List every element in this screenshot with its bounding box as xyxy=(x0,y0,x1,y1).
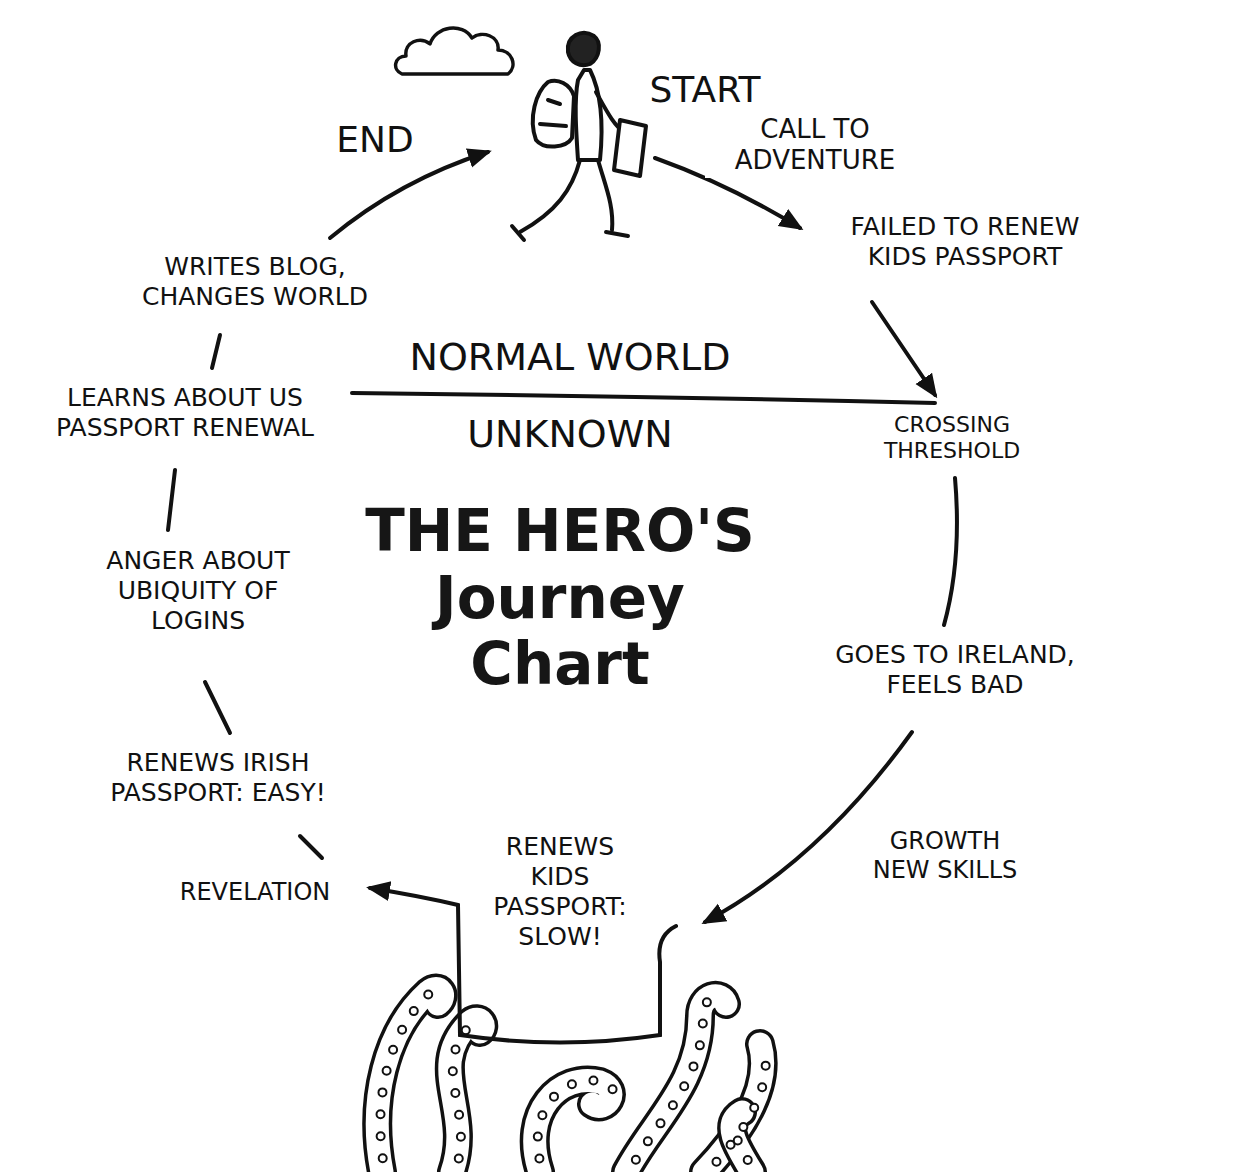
tentacle-body xyxy=(377,989,442,1172)
tentacle-outline xyxy=(535,1080,611,1172)
tentacle-sucker xyxy=(657,1119,665,1127)
tentacles xyxy=(377,989,770,1172)
tentacle-sucker xyxy=(398,1026,406,1034)
tentacle-sucker xyxy=(424,991,432,999)
tentacle-sucker xyxy=(609,1085,617,1093)
tentacle-sucker xyxy=(534,1133,542,1141)
tentacle-body xyxy=(535,1080,611,1172)
stage-label: END xyxy=(332,116,417,163)
tentacle-body xyxy=(704,1044,763,1172)
tentacle-sucker xyxy=(455,1155,463,1163)
tentacle-sucker xyxy=(379,1154,387,1162)
stage-label: FAILED TO RENEW KIDS PASSPORT xyxy=(825,210,1105,274)
tentacle-body xyxy=(732,1112,752,1172)
stage-label: CROSSING THRESHOLD xyxy=(852,410,1052,467)
tentacle-sucker xyxy=(535,1154,543,1162)
tentacle-outline xyxy=(377,989,442,1172)
tentacle-sucker xyxy=(739,1123,747,1131)
tentacle-sucker xyxy=(703,998,711,1006)
tentacle-sucker xyxy=(378,1088,386,1096)
tentacle-sucker xyxy=(744,1156,752,1164)
tentacle-sucker xyxy=(734,1136,742,1144)
tentacle-sucker xyxy=(699,1020,707,1028)
stage-label: START xyxy=(645,66,764,113)
tentacle-sucker xyxy=(632,1156,640,1164)
tentacle-sucker xyxy=(389,1046,397,1054)
tentacle-sucker xyxy=(457,1133,465,1141)
tentacle-sucker xyxy=(383,1067,391,1075)
hiker-figure xyxy=(512,33,646,240)
stage-label: CALL TO ADVENTURE xyxy=(705,112,925,178)
stage-label: RENEWS KIDS PASSPORT: SLOW! xyxy=(478,830,643,954)
tentacle-sucker xyxy=(644,1137,652,1145)
stage-label: UNKNOWN xyxy=(463,410,677,460)
chart-title: THE HERO'S Journey Chart xyxy=(340,498,780,698)
tentacle-sucker xyxy=(696,1041,704,1049)
tentacle-sucker xyxy=(758,1083,766,1091)
tentacle-sucker xyxy=(449,1067,457,1075)
tentacle-sucker xyxy=(669,1101,677,1109)
tentacle-sucker xyxy=(689,1062,697,1070)
tentacle-sucker xyxy=(462,1026,470,1034)
stage-label: GOES TO IRELAND, FEELS BAD xyxy=(805,638,1105,702)
tentacle-sucker xyxy=(452,1046,460,1054)
tentacle-sucker xyxy=(589,1077,597,1085)
stage-label: WRITES BLOG, CHANGES WORLD xyxy=(120,250,390,314)
tentacle-outline xyxy=(704,1044,763,1172)
stage-label: REVELATION xyxy=(176,876,334,909)
stage-label: NORMAL WORLD xyxy=(405,333,734,383)
stage-label: LEARNS ABOUT US PASSPORT RENEWAL xyxy=(30,381,340,445)
stage-label: RENEWS IRISH PASSPORT: EASY! xyxy=(73,746,363,810)
tentacle-body xyxy=(450,1019,483,1172)
tentacle-sucker xyxy=(750,1104,758,1112)
cloud xyxy=(396,28,513,74)
stage-label: GROWTH NEW SKILLS xyxy=(865,825,1025,887)
tentacle-sucker xyxy=(410,1007,418,1015)
tentacle-sucker xyxy=(538,1111,546,1119)
tentacle-sucker xyxy=(377,1132,385,1140)
tentacle-sucker xyxy=(762,1062,770,1070)
tentacle-sucker xyxy=(568,1080,576,1088)
tentacle-outline xyxy=(450,1019,483,1172)
tentacle-outline xyxy=(732,1112,752,1172)
tentacle-sucker xyxy=(550,1093,558,1101)
tentacle-sucker xyxy=(455,1111,463,1119)
tentacle-sucker xyxy=(712,1158,720,1166)
tentacle-sucker xyxy=(451,1089,459,1097)
tentacle-sucker xyxy=(680,1082,688,1090)
tentacle-sucker xyxy=(377,1110,385,1118)
stage-label: ANGER ABOUT UBIQUITY OF LOGINS xyxy=(83,544,313,638)
